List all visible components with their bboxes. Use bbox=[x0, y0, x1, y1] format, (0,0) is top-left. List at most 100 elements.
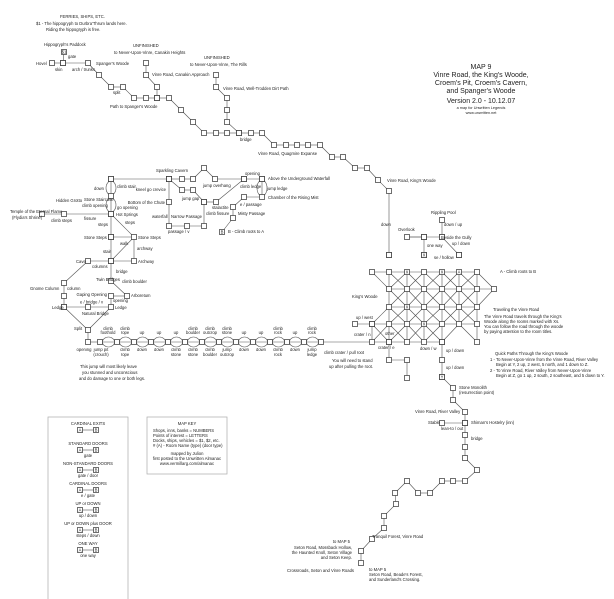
room-marker: X bbox=[406, 269, 409, 274]
label-labels-steps-r: steps bbox=[125, 220, 135, 225]
label-labels-quick-2: 2 - To Vinre Road, River Valley from Nev… bbox=[490, 368, 592, 373]
room bbox=[61, 211, 67, 217]
room bbox=[213, 130, 219, 136]
label-labels-hovel: Hovel bbox=[36, 61, 47, 66]
legend-node-label: A bbox=[79, 487, 82, 492]
room bbox=[85, 339, 91, 345]
label-labels-beside-gully: Beside the Gully bbox=[441, 235, 472, 240]
room-marker: X bbox=[406, 304, 409, 309]
kings-woode-room bbox=[421, 339, 427, 345]
label-legend-exits-1-title: STANDARD DOORS bbox=[68, 441, 107, 446]
kings-woode-room bbox=[474, 269, 480, 275]
room bbox=[462, 444, 468, 450]
label-labels-gnome: Gnome Column bbox=[30, 286, 60, 291]
room bbox=[364, 165, 370, 171]
kings-woode-room bbox=[421, 269, 427, 275]
room bbox=[462, 420, 468, 426]
label-legend-exits-5-title: UP or DOWN plus DOOR bbox=[64, 521, 112, 526]
room bbox=[184, 223, 190, 229]
label-labels-opening-top: opening bbox=[245, 171, 261, 176]
room bbox=[259, 194, 265, 200]
label-labels-jump-warning-2: you stunned and unconscious bbox=[82, 370, 137, 375]
legend-node-label: A bbox=[79, 547, 82, 552]
label-chain-labels-top-9: up bbox=[258, 330, 264, 336]
room bbox=[166, 199, 172, 205]
label-chain-labels-bottom-3: climb stone bbox=[170, 348, 182, 357]
room bbox=[179, 176, 185, 182]
label-labels-column: column bbox=[67, 286, 81, 291]
kings-woode-room bbox=[421, 286, 427, 292]
label-labels-jump-pit-box: jump pit (crouch) bbox=[93, 348, 109, 357]
room bbox=[450, 397, 456, 403]
exit-line bbox=[406, 288, 425, 308]
legend-room bbox=[77, 527, 83, 533]
label-labels-opening-bot: opening bbox=[76, 348, 92, 352]
label-labels-ferries-title: FERRIES, SHIPS, ETC. bbox=[60, 14, 105, 19]
room bbox=[212, 176, 218, 182]
legend-node-label: A bbox=[79, 527, 82, 532]
room bbox=[381, 513, 387, 519]
chain-room bbox=[131, 339, 137, 345]
room bbox=[213, 84, 219, 90]
room bbox=[421, 234, 427, 240]
label-title-line1: Vinre Road, the King's Woode, bbox=[433, 72, 528, 79]
label-labels-quick-2b: Begin at Z, go 1 up, 2 south, 2 southeas… bbox=[496, 373, 605, 378]
label-labels-columns: columns bbox=[92, 264, 108, 269]
label-labels-opening-bot-box: opening bbox=[76, 348, 92, 352]
room bbox=[201, 223, 207, 229]
room bbox=[108, 84, 114, 90]
room bbox=[271, 142, 277, 148]
room bbox=[421, 252, 427, 258]
room bbox=[85, 327, 91, 333]
label-labels-bridge-top: bridge bbox=[240, 137, 252, 142]
label-labels-other: other bbox=[385, 331, 395, 336]
label-labels-staircase: Stone Staircase bbox=[84, 197, 114, 202]
room bbox=[201, 199, 207, 205]
label-labels-welltrodden: Vinre Road, Well-Trodden Dirt Path bbox=[223, 86, 289, 91]
label-labels-split: Split bbox=[74, 326, 83, 331]
label-labels-ew-bridge: e / bridge / v bbox=[80, 300, 104, 305]
label-labels-up-west: up / west bbox=[356, 315, 374, 320]
chain-room bbox=[284, 339, 290, 345]
room bbox=[39, 211, 45, 217]
room bbox=[404, 478, 410, 484]
room bbox=[131, 234, 137, 240]
kings-woode-room bbox=[386, 321, 392, 327]
label-title-sub1: a map for Unwritten Legends bbox=[457, 106, 506, 110]
label-labels-opening-mid: opening bbox=[113, 298, 129, 303]
label-labels-split-top: split bbox=[113, 90, 121, 95]
room bbox=[241, 194, 247, 200]
label-labels-map5b-2: and Sunderland's Crossing. bbox=[369, 577, 420, 582]
room bbox=[259, 130, 265, 136]
label-chain-labels-bottom-5: climb boulder bbox=[203, 348, 217, 357]
label-labels-kings-woode: King's Woode bbox=[352, 294, 378, 299]
label-labels-climb-stair: climb stair bbox=[117, 184, 136, 189]
label-labels-hot-springs: Hot Springs bbox=[116, 212, 138, 217]
label-labels-up-down-1: up / down bbox=[452, 241, 471, 246]
label-chain-labels-top-3-box: up bbox=[157, 331, 162, 336]
label-labels-jump-pit: jump pit (crouch) bbox=[93, 348, 109, 357]
label-labels-unf1-to: to Never-Upon-Vinre, Canakin Heights bbox=[114, 50, 185, 55]
room bbox=[85, 258, 91, 264]
exit-line bbox=[458, 323, 478, 343]
room bbox=[462, 478, 468, 484]
legend-room bbox=[93, 547, 99, 553]
map-key-frame bbox=[146, 416, 228, 475]
label-labels-jump-ledge: jump ledge bbox=[266, 186, 288, 191]
room bbox=[131, 95, 137, 101]
label-labels-ledge-l: Ledge bbox=[52, 305, 64, 310]
room bbox=[259, 176, 265, 182]
legend-node-label: A bbox=[79, 427, 82, 432]
kings-woode-room bbox=[439, 321, 445, 327]
label-chain-labels-bottom-7: down bbox=[238, 348, 249, 352]
label-labels-jump-overhang: jump overhang bbox=[202, 183, 231, 188]
room bbox=[166, 176, 172, 182]
label-labels-above-waterfall: Above the Underground Waterfall bbox=[268, 176, 330, 181]
label-labels-stair: stair bbox=[103, 249, 112, 254]
room bbox=[369, 321, 375, 327]
exit-line bbox=[371, 323, 390, 343]
legend-node-label: B bbox=[95, 487, 98, 492]
label-chain-labels-top-0-box: climb foothold bbox=[101, 326, 116, 335]
legend-room bbox=[77, 547, 83, 553]
